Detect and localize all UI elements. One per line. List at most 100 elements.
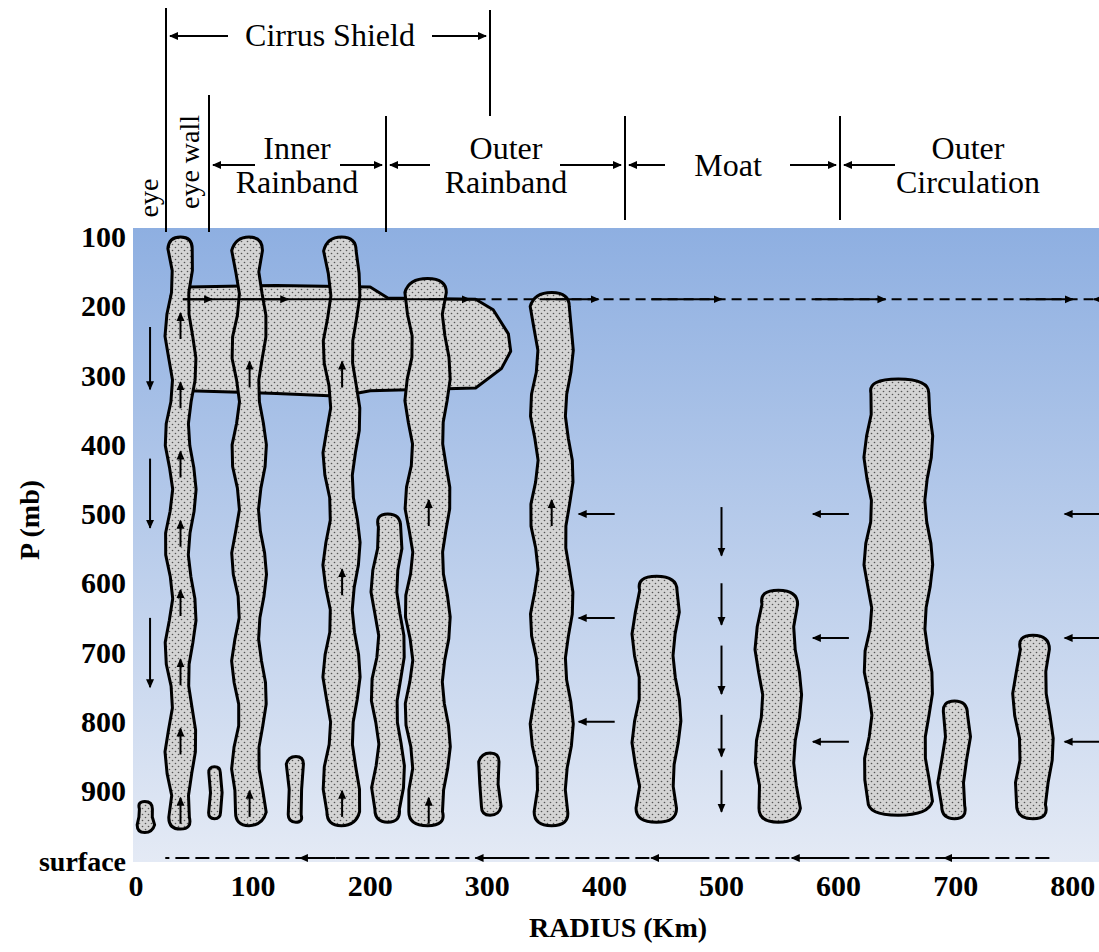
- flow-arrow: [815, 298, 885, 300]
- cloud-shape: [632, 576, 681, 822]
- axis-title: P (mb): [15, 480, 44, 560]
- flow-arrow: [183, 298, 212, 300]
- region-label: eye: [134, 179, 163, 218]
- flow-arrow: [179, 521, 181, 547]
- region-label: Inner Rainband: [222, 132, 372, 199]
- illustration: [137, 8, 1099, 858]
- flow-arrow: [579, 513, 615, 515]
- region-label: Outer Rainband: [426, 132, 586, 199]
- axis-tick-label: 800: [81, 706, 126, 738]
- flow-arrow: [149, 459, 151, 528]
- axis-tick-label: 200: [81, 291, 126, 323]
- axis-title: RADIUS (Km): [529, 913, 707, 942]
- region-label: Moat: [694, 149, 762, 183]
- axis-tick-label: 700: [933, 870, 978, 902]
- flow-arrow: [629, 164, 665, 166]
- cloud-shape: [530, 292, 573, 825]
- guide-line: [208, 95, 210, 232]
- flow-arrow: [179, 659, 181, 685]
- plot-ground: [133, 228, 1099, 862]
- flow-arrow: [1026, 298, 1073, 300]
- axis-tick-label: 700: [81, 637, 126, 669]
- region-label: Outer Circulation: [866, 132, 1071, 199]
- cloud-shape: [137, 801, 154, 832]
- guide-line: [476, 298, 1096, 300]
- guide-line: [624, 116, 626, 220]
- flow-arrow: [813, 741, 849, 743]
- axis-tick-label: 200: [348, 870, 393, 902]
- flow-arrow: [179, 729, 181, 755]
- flow-arrow: [341, 362, 343, 388]
- cloud-shape: [755, 590, 802, 822]
- flow-arrow: [1094, 298, 1099, 300]
- region-label: eye wall: [175, 115, 204, 209]
- flow-arrow: [249, 362, 251, 388]
- flow-arrow: [179, 313, 181, 339]
- flow-arrow: [428, 798, 430, 824]
- guide-line: [165, 857, 1049, 859]
- axis-tick-label: 300: [465, 870, 510, 902]
- cloud-shape: [165, 237, 196, 829]
- flow-arrow: [476, 857, 523, 859]
- flow-arrow: [428, 500, 430, 526]
- flow-arrow: [579, 721, 615, 723]
- flow-arrow: [651, 857, 698, 859]
- axis-tick-label: 500: [699, 870, 744, 902]
- flow-arrow: [149, 327, 151, 389]
- flow-arrow: [179, 452, 181, 478]
- flow-arrow: [721, 646, 723, 694]
- flow-arrow: [179, 382, 181, 408]
- flow-arrow: [721, 583, 723, 625]
- cloud-shape: [938, 701, 971, 819]
- axis-tick-label: 500: [81, 498, 126, 530]
- guide-line: [839, 116, 841, 220]
- flow-arrow: [341, 569, 343, 595]
- region-label: Cirrus Shield: [245, 19, 415, 53]
- flow-arrow: [1065, 513, 1099, 515]
- axis-tick-label: 100: [231, 870, 276, 902]
- flow-arrow: [341, 791, 343, 817]
- cloud-shape: [1013, 635, 1053, 819]
- flow-arrow: [560, 164, 621, 166]
- flow-arrow: [149, 618, 151, 687]
- axis-tick-label: 800: [1050, 870, 1095, 902]
- axis-tick-label: 600: [81, 568, 126, 600]
- cloud-shape: [209, 767, 222, 819]
- cloud-shape: [323, 237, 360, 826]
- cloud-shape: [232, 237, 267, 826]
- axis-tick-label: 0: [129, 870, 144, 902]
- flow-arrow: [551, 500, 553, 526]
- flow-arrow: [249, 791, 251, 817]
- flow-arrow: [844, 164, 895, 166]
- guide-line: [385, 116, 387, 232]
- axis-tick-label: 100: [81, 221, 126, 253]
- flow-arrow: [429, 298, 470, 300]
- cloud-shape: [479, 753, 501, 815]
- flow-arrow: [721, 770, 723, 812]
- flow-arrow: [944, 857, 979, 859]
- cloud-shape: [286, 756, 303, 822]
- axis-tick-label: surface: [39, 847, 126, 876]
- flow-arrow: [1065, 637, 1099, 639]
- guide-line: [183, 298, 476, 300]
- flow-arrow: [432, 35, 486, 37]
- flow-arrow: [179, 590, 181, 616]
- axis-tick-label: 600: [816, 870, 861, 902]
- cloud-shape: [864, 379, 933, 815]
- flow-arrow: [170, 35, 228, 37]
- axis-tick-label: 400: [582, 870, 627, 902]
- guide-line: [165, 8, 167, 232]
- flow-arrow: [241, 298, 288, 300]
- flow-arrow: [300, 857, 335, 859]
- flow-arrow: [1065, 741, 1099, 743]
- flow-arrow: [546, 298, 599, 300]
- axis-tick-label: 900: [81, 775, 126, 807]
- axis-tick-label: 400: [81, 429, 126, 461]
- flow-arrow: [813, 637, 849, 639]
- flow-arrow: [390, 164, 430, 166]
- flow-arrow: [813, 513, 849, 515]
- cloud-shape: [371, 514, 404, 822]
- flow-arrow: [790, 164, 836, 166]
- flow-arrow: [651, 298, 721, 300]
